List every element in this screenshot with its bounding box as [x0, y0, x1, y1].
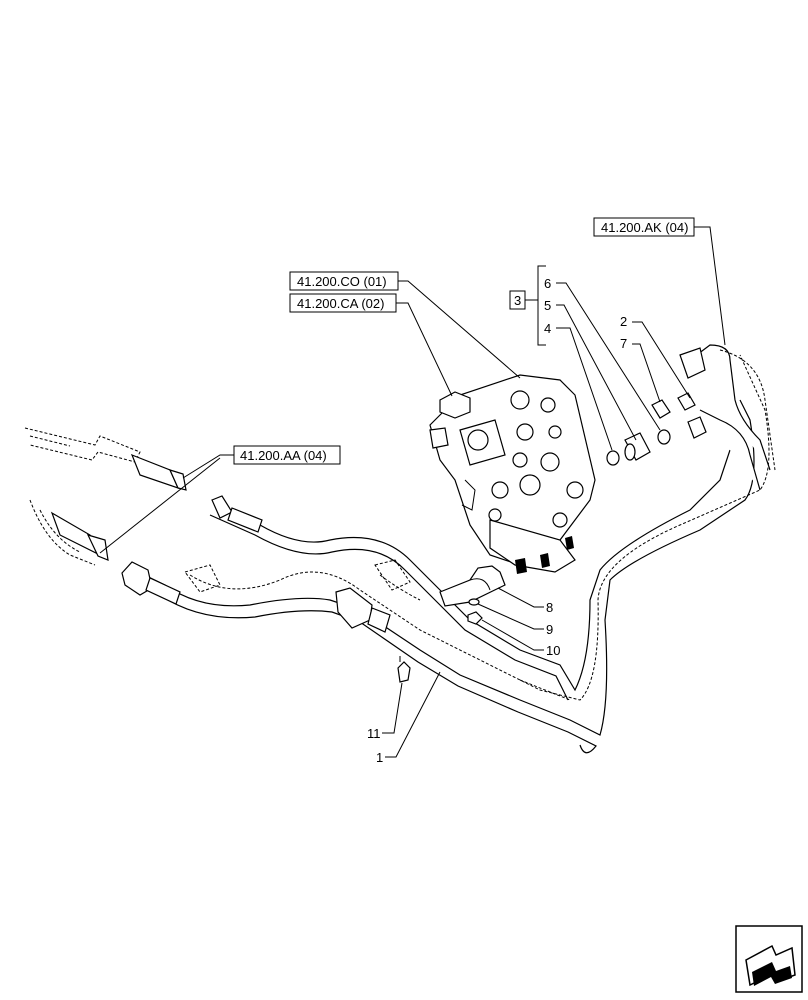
steering-valve [429, 374, 596, 574]
callout-10: 10 [546, 643, 560, 658]
callout-8: 8 [546, 600, 553, 615]
clamp-assembly [439, 565, 506, 625]
callout-11: 11 [367, 726, 381, 741]
reference-leaders [99, 226, 726, 554]
fittings-kit [606, 347, 707, 466]
ref-label-aa: 41.200.AA (04) [240, 448, 327, 463]
ref-label-ak: 41.200.AK (04) [601, 220, 688, 235]
kit-bracket: 3 [509, 265, 546, 346]
callout-9: 9 [546, 622, 553, 637]
ref-label-co: 41.200.CO (01) [297, 274, 387, 289]
kit-number: 3 [514, 293, 521, 308]
callout-6: 6 [544, 276, 551, 291]
pipe-end-fittings [121, 495, 411, 633]
callouts: 6 5 4 2 7 8 9 10 11 1 [367, 276, 691, 765]
next-page-arrow-icon[interactable] [735, 925, 803, 993]
steering-pipes [129, 344, 776, 754]
callout-7: 7 [620, 336, 627, 351]
ref-box-co[interactable]: 41.200.CO (01) [289, 271, 399, 291]
callout-5: 5 [544, 298, 551, 313]
hose-fitting-left [50, 453, 187, 561]
callout-1: 1 [376, 750, 383, 765]
ref-box-aa[interactable]: 41.200.AA (04) [233, 445, 341, 465]
ref-label-ca: 41.200.CA (02) [297, 296, 384, 311]
hose-clip [397, 656, 411, 683]
callout-2: 2 [620, 314, 627, 329]
ref-box-ca[interactable]: 41.200.CA (02) [289, 293, 397, 313]
ref-box-ak[interactable]: 41.200.AK (04) [593, 217, 695, 237]
callout-4: 4 [544, 321, 551, 336]
